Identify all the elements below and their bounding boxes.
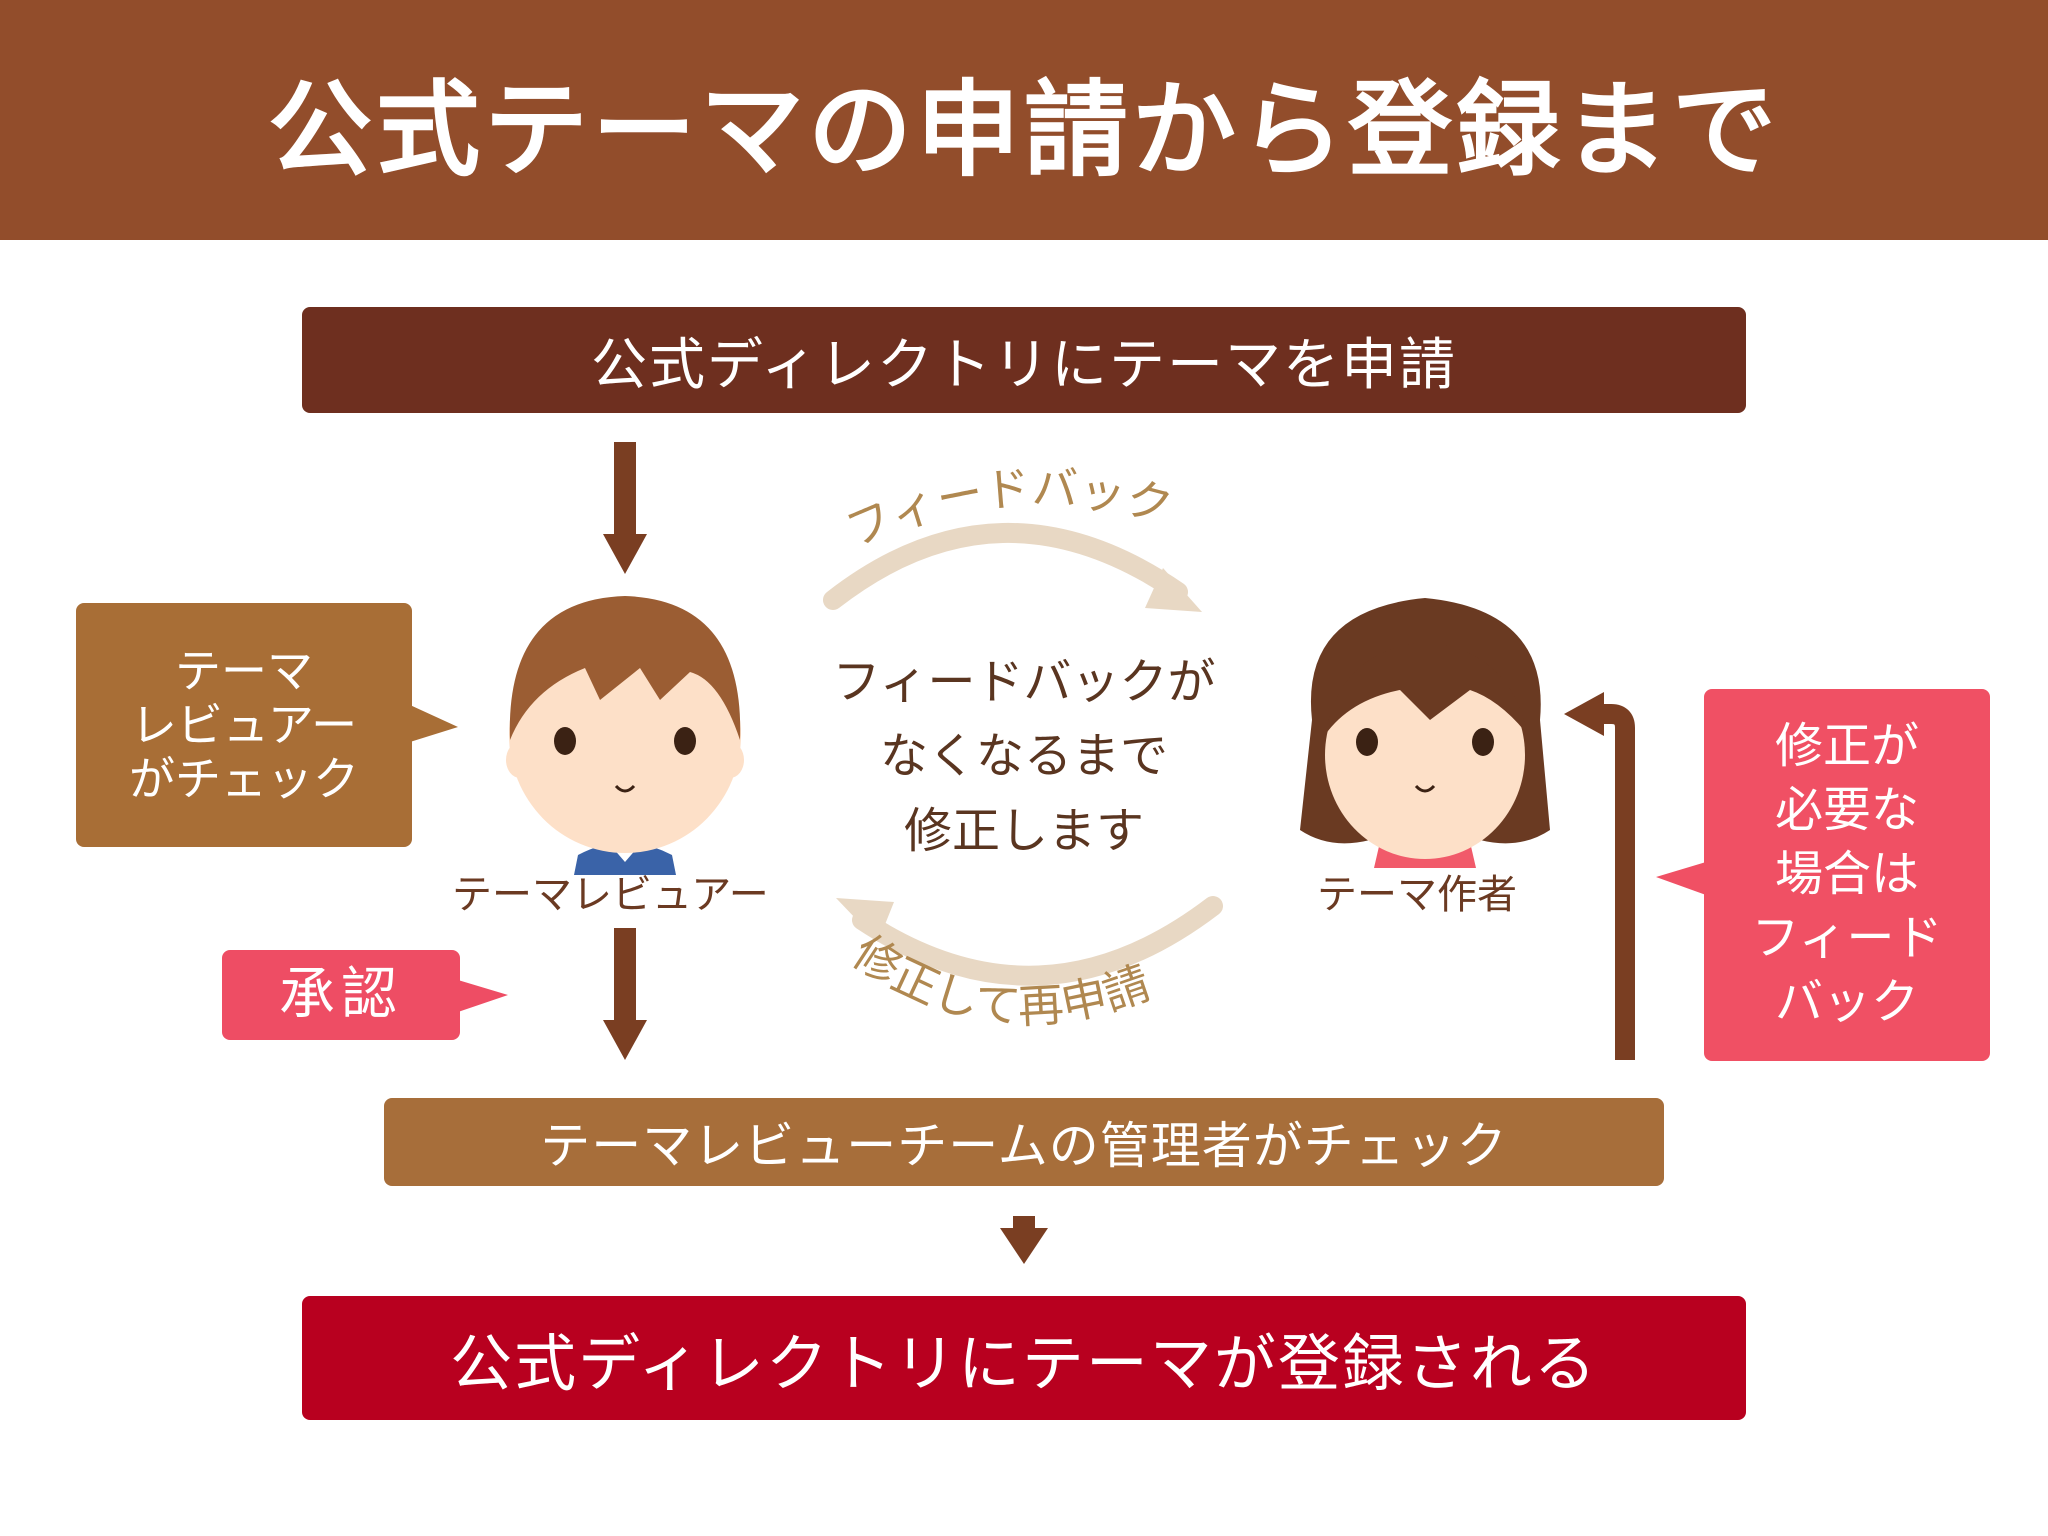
return-arrow-icon [1564,692,1635,1060]
step-registered-bar: 公式ディレクトリにテーマが登録される [302,1296,1746,1420]
feedback-arc-arrow-icon [823,523,1202,612]
callout-line: テーマ [175,643,313,698]
down-arrow-icon [603,928,647,1060]
callout-line: 必要な [1774,782,1919,839]
cycle-center-line: 修正します [903,802,1144,859]
down-arrow-icon [603,442,647,574]
callout-line: フィード [1751,909,1943,966]
page-title: 公式テーマの申請から登録まで [267,68,1780,191]
callout-line: がチェック [129,752,359,807]
cycle-center-line: なくなるまで [879,728,1168,785]
cycle-center-text: フィードバックが なくなるまで 修正します [796,645,1252,868]
header-banner: 公式テーマの申請から登録まで [0,0,2048,240]
reviewer-label: テーマレビュアー [452,872,769,918]
reviewer-avatar-icon [506,596,744,875]
feedback-if-needed-callout: 修正が 必要な 場合は フィード バック [1704,689,1990,1061]
step-admin-check-bar: テーマレビューチームの管理者がチェック [384,1098,1664,1186]
callout-line: バック [1774,973,1919,1030]
resubmit-arc-label: 修正して再申請 [844,925,1157,1034]
step-submit-bar: 公式ディレクトリにテーマを申請 [302,307,1746,413]
reviewer-check-callout: テーマ レビュアー がチェック [76,603,412,847]
approve-callout: 承認 [222,950,460,1040]
callout-tail [410,705,458,742]
callout-line: 場合は [1774,846,1919,903]
cycle-center-line: フィードバックが [832,654,1216,710]
author-avatar-icon [1300,598,1550,868]
callout-line: 修正が [1774,718,1919,775]
down-arrow-icon [1000,1216,1048,1264]
callout-line: レビュアー [130,697,358,752]
author-label: テーマ作者 [1317,872,1517,918]
callout-tail [458,980,508,1012]
resubmit-arc-arrow-icon [836,896,1223,986]
callout-tail [1656,862,1706,895]
